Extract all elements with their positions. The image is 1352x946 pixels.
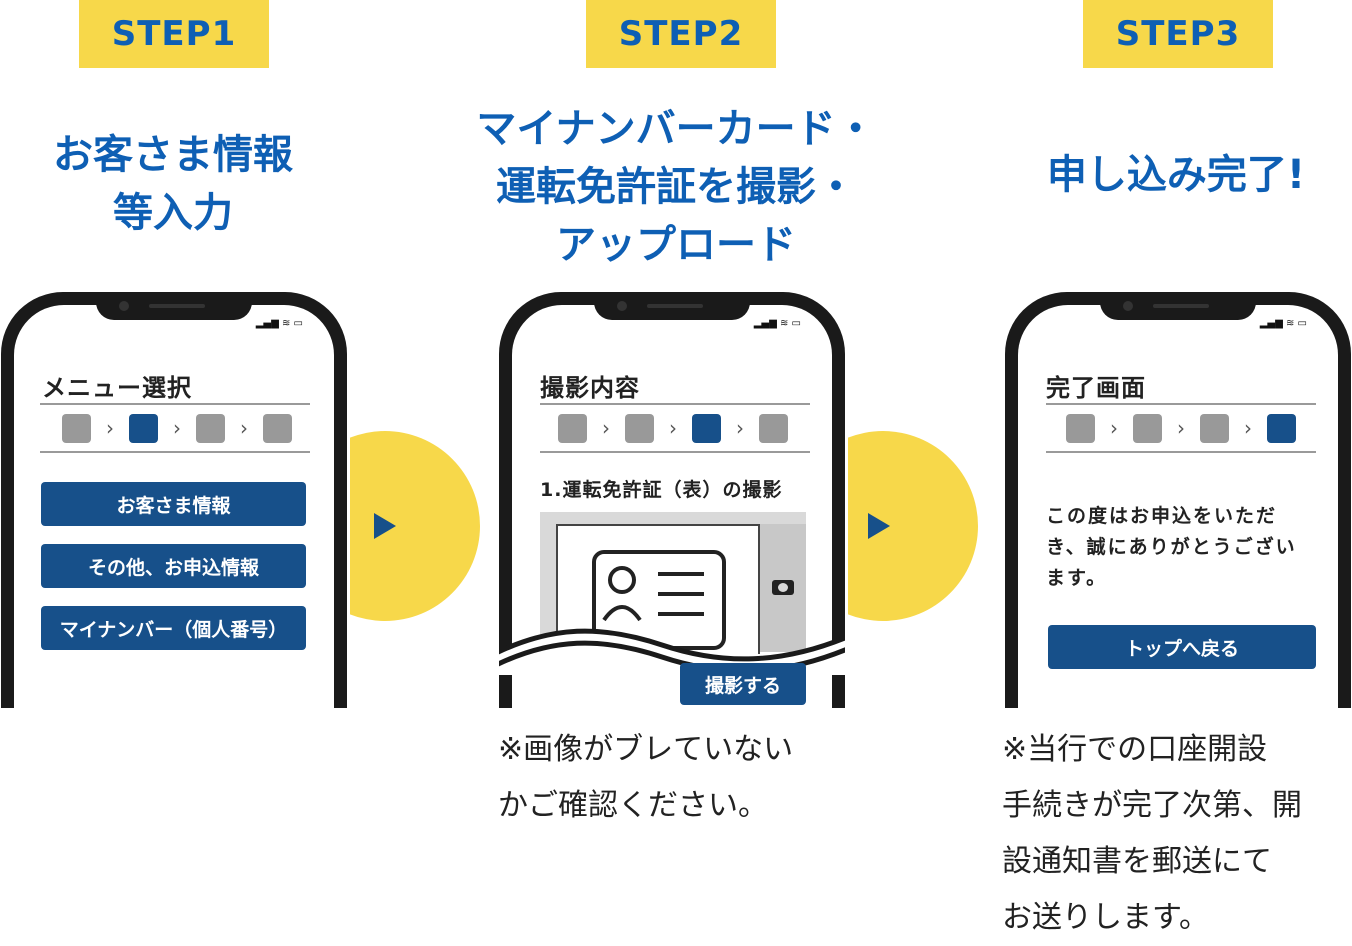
step-badge: STEP3 xyxy=(1083,0,1273,68)
progress-step xyxy=(263,413,292,443)
chevron-right-icon: › xyxy=(173,416,181,440)
progress-step-active xyxy=(1267,413,1296,443)
play-arrow-icon xyxy=(374,513,396,539)
phone-frame: メニュー選択 › › › お客さま情報 その他、お申込情報 マイナンバー（個人番… xyxy=(1,292,347,708)
customer-info-button[interactable]: お客さま情報 xyxy=(41,482,306,526)
arrow-disc xyxy=(350,431,480,621)
chevron-right-icon: › xyxy=(1244,416,1252,440)
thank-you-message: この度はお申込をいただ き、誠にありがとうござい ます。 xyxy=(1046,501,1297,594)
chevron-right-icon: › xyxy=(602,416,610,440)
divider xyxy=(1046,451,1316,453)
phone-frame: 撮影内容 › › › 1.運転免許証（表）の撮影 xyxy=(499,292,845,708)
status-bar: ▂▄▆ ≋ ▭ xyxy=(754,318,801,329)
chevron-right-icon: › xyxy=(736,416,744,440)
progress-step-active xyxy=(692,413,721,443)
other-application-info-button[interactable]: その他、お申込情報 xyxy=(41,544,306,588)
step-heading: 申し込み完了! xyxy=(1006,146,1346,204)
heading-line: 等入力 xyxy=(113,190,233,236)
divider xyxy=(40,451,310,453)
progress-step xyxy=(62,413,91,443)
chevron-right-icon: › xyxy=(106,416,114,440)
note-line: ※当行での口座開設 xyxy=(1002,732,1268,767)
step-1: STEP1 お客さま情報 等入力 メニュー選択 › › › お客さま情報 xyxy=(0,0,490,708)
speaker xyxy=(647,304,703,308)
signal-icon: ▂▄▆ xyxy=(255,318,279,329)
heading-line: お客さま情報 xyxy=(53,132,293,178)
message-line: この度はお申込をいただ xyxy=(1046,505,1278,527)
progress-step xyxy=(1133,413,1162,443)
chevron-right-icon: › xyxy=(1110,416,1118,440)
divider xyxy=(1046,403,1316,405)
step-heading: マイナンバーカード・ 運転免許証を撮影・ アップロード xyxy=(466,100,886,274)
step-note: ※画像がブレていない かご確認ください。 xyxy=(498,722,793,834)
phone-mockup: 撮影内容 › › › 1.運転免許証（表）の撮影 xyxy=(499,292,845,708)
divider xyxy=(40,403,310,405)
screen-title: メニュー選択 xyxy=(42,374,192,402)
next-arrow xyxy=(350,431,490,621)
phone-screen: 撮影内容 › › › 1.運転免許証（表）の撮影 xyxy=(499,305,845,708)
camera-icon[interactable] xyxy=(772,580,794,595)
step-badge: STEP1 xyxy=(79,0,269,68)
progress-step-active xyxy=(129,413,158,443)
wifi-icon: ≋ xyxy=(1285,318,1295,329)
speaker xyxy=(149,304,205,308)
chevron-right-icon: › xyxy=(669,416,677,440)
step-badge: STEP2 xyxy=(586,0,776,68)
divider xyxy=(540,451,810,453)
step-note: ※当行での口座開設 手続きが完了次第、開 設通知書を郵送にて お送りします。 xyxy=(1002,722,1302,946)
step-2: STEP2 マイナンバーカード・ 運転免許証を撮影・ アップロード 撮影内容 ›… xyxy=(466,0,988,834)
phone-mockup: 完了画面 › › › この度はお申込をいただ き、誠にありがとうござい ます。 xyxy=(1005,292,1351,708)
battery-icon: ▭ xyxy=(1297,318,1307,329)
phone-screen: メニュー選択 › › › お客さま情報 その他、お申込情報 マイナンバー（個人番… xyxy=(14,305,334,708)
back-to-top-button[interactable]: トップへ戻る xyxy=(1048,625,1316,669)
wifi-icon: ≋ xyxy=(779,318,789,329)
next-arrow xyxy=(848,431,988,621)
heading-line: 運転免許証を撮影・ xyxy=(496,164,856,210)
wifi-icon: ≋ xyxy=(281,318,291,329)
battery-icon: ▭ xyxy=(791,318,801,329)
status-bar: ▂▄▆ ≋ ▭ xyxy=(1260,318,1307,329)
front-camera xyxy=(119,301,129,311)
shoot-button[interactable]: 撮影する xyxy=(680,663,806,705)
signal-icon: ▂▄▆ xyxy=(1259,318,1283,329)
progress-indicator: › › › xyxy=(1066,413,1296,443)
progress-step xyxy=(1066,413,1095,443)
note-line: 手続きが完了次第、開 xyxy=(1002,788,1302,823)
note-line: 設通知書を郵送にて xyxy=(1002,844,1272,879)
progress-step xyxy=(759,413,788,443)
progress-indicator: › › › xyxy=(62,413,292,443)
chevron-right-icon: › xyxy=(1177,416,1185,440)
step-3: STEP3 申し込み完了! 完了画面 › › › この度はお申込をいただ xyxy=(1002,0,1351,935)
screen-title: 完了画面 xyxy=(1046,374,1146,402)
progress-indicator: › › › xyxy=(558,413,788,443)
phone-screen: 完了画面 › › › この度はお申込をいただ き、誠にありがとうござい ます。 xyxy=(1018,305,1338,708)
progress-step xyxy=(558,413,587,443)
shooting-subtitle: 1.運転免許証（表）の撮影 xyxy=(540,479,783,501)
message-line: き、誠にありがとうござい xyxy=(1046,536,1297,558)
signal-icon: ▂▄▆ xyxy=(753,318,777,329)
front-camera xyxy=(617,301,627,311)
note-line: かご確認ください。 xyxy=(498,788,768,823)
heading-line: 申し込み完了! xyxy=(1046,152,1306,198)
heading-line: マイナンバーカード・ xyxy=(476,106,876,152)
chevron-right-icon: › xyxy=(240,416,248,440)
step-heading: お客さま情報 等入力 xyxy=(0,126,346,242)
phone-frame: 完了画面 › › › この度はお申込をいただ き、誠にありがとうござい ます。 xyxy=(1005,292,1351,708)
battery-icon: ▭ xyxy=(293,318,303,329)
speaker xyxy=(1153,304,1209,308)
play-arrow-icon xyxy=(868,513,890,539)
note-line: ※画像がブレていない xyxy=(498,732,794,767)
progress-step xyxy=(196,413,225,443)
screen-title: 撮影内容 xyxy=(540,374,640,402)
progress-step xyxy=(1200,413,1229,443)
divider xyxy=(540,403,810,405)
message-line: ます。 xyxy=(1046,567,1108,589)
front-camera xyxy=(1123,301,1133,311)
my-number-button[interactable]: マイナンバー（個人番号） xyxy=(41,606,306,650)
note-line: お送りします。 xyxy=(1002,900,1209,935)
progress-step xyxy=(625,413,654,443)
status-bar: ▂▄▆ ≋ ▭ xyxy=(256,318,303,329)
phone-mockup: メニュー選択 › › › お客さま情報 その他、お申込情報 マイナンバー（個人番… xyxy=(1,292,347,708)
heading-line: アップロード xyxy=(556,222,796,268)
